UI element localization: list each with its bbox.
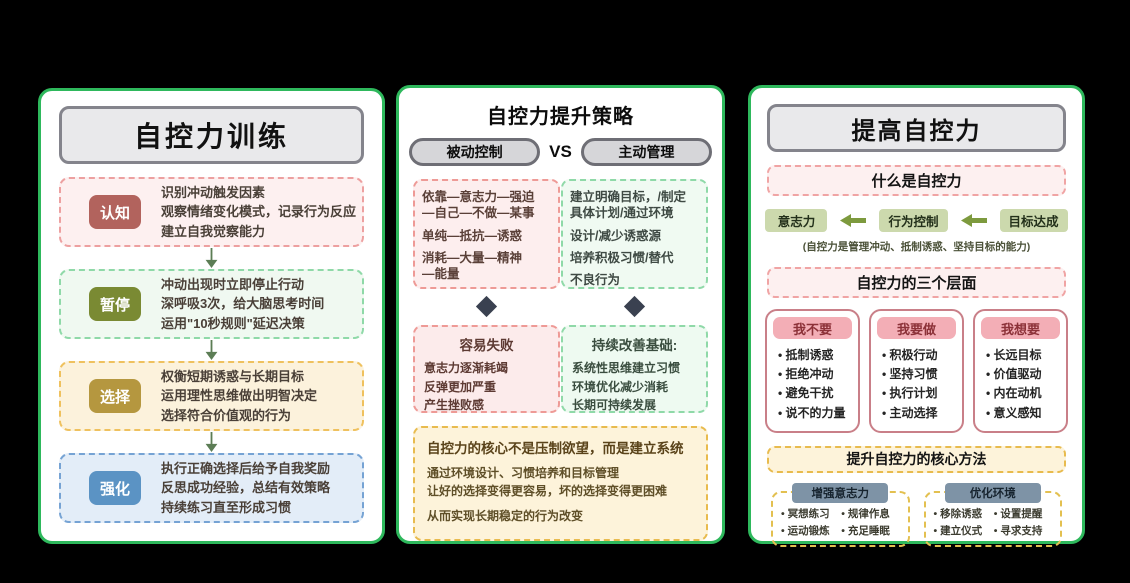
layer-i-will-header: 我要做 <box>877 317 956 339</box>
passive-result-title: 容易失败 <box>459 338 514 353</box>
down-arrow-icon <box>205 340 218 360</box>
section-what-is-self-control: 什么是自控力 <box>767 165 1066 196</box>
core-methods: 增强意志力 冥想练习 规律作息 运动锻炼 充足睡眠 优化环境 移除诱惑 设置提醒… <box>771 482 1062 548</box>
three-layers: 我不要 抵制诱惑 拒绝冲动 避免干扰 说不的力量 我要做 积极行动 坚持习惯 执… <box>765 309 1068 433</box>
step-cognition: 认知 识别冲动触发因素 观察情绪变化模式，记录行为反应 建立自我觉察能力 <box>59 177 364 247</box>
concept-chain: 意志力 行为控制 目标达成 <box>751 209 1082 232</box>
method-strengthen-willpower-header: 增强意志力 <box>792 482 889 503</box>
method-optimize-environment: 优化环境 移除诱惑 设置提醒 建立仪式 寻求支持 <box>923 482 1062 548</box>
comparison-columns: 依靠—意志力—强迫 —自己—不做—某事 单纯—抵抗—诱惑 消耗—大量—精神 —能… <box>399 179 722 289</box>
layer-i-wont-header: 我不要 <box>773 317 852 339</box>
active-description-box: 建立明确目标，/制定 具体计划/通过环境 设计/减少诱惑源 培养积极习惯/替代 … <box>561 179 708 289</box>
left-arrow-icon <box>960 214 987 227</box>
diamond-icon <box>475 295 498 318</box>
panel-self-control-training: 自控力训练 认知 识别冲动触发因素 观察情绪变化模式，记录行为反应 建立自我觉察… <box>38 88 385 544</box>
active-result-box: 持续改善基础: 系统性思维建立习惯 环境优化减少消耗 长期可持续发展 <box>561 325 708 413</box>
step-pause-text: 冲动出现时立即停止行动 深呼吸3次，给大脑思考时间 运用"10秒规则"延迟决策 <box>161 276 325 331</box>
step-pause: 暂停 冲动出现时立即停止行动 深呼吸3次，给大脑思考时间 运用"10秒规则"延迟… <box>59 269 364 339</box>
panel3-title: 提高自控力 <box>767 104 1066 152</box>
active-result-title: 持续改善基础: <box>591 338 678 353</box>
layer-i-want-header: 我想要 <box>981 317 1060 339</box>
chain-willpower: 意志力 <box>765 209 828 232</box>
step-reinforce: 强化 执行正确选择后给予自我奖励 反思成功经验，总结有效策略 持续练习直至形成习… <box>59 453 364 523</box>
down-arrow-icon <box>205 432 218 452</box>
step-choice-text: 权衡短期诱惑与长期目标 运用理性思维做出明智决定 选择符合价值观的行为 <box>161 368 318 423</box>
step-cognition-text: 识别冲动触发因素 观察情绪变化模式，记录行为反应 建立自我觉察能力 <box>161 184 357 239</box>
layer-i-will: 我要做 积极行动 坚持习惯 执行计划 主动选择 <box>869 309 964 433</box>
training-steps-flow: 认知 识别冲动触发因素 观察情绪变化模式，记录行为反应 建立自我觉察能力 暂停 … <box>41 164 382 523</box>
comparison-header: 被动控制 VS 主动管理 <box>399 138 722 166</box>
passive-description-box: 依靠—意志力—强迫 —自己—不做—某事 单纯—抵抗—诱惑 消耗—大量—精神 —能… <box>413 179 560 289</box>
vs-label: VS <box>549 142 572 161</box>
panel1-title: 自控力训练 <box>59 106 364 164</box>
step-reinforce-text: 执行正确选择后给予自我奖励 反思成功经验，总结有效策略 持续练习直至形成习惯 <box>161 460 331 515</box>
chain-behavior-control: 行为控制 <box>879 209 948 232</box>
active-management-pill: 主动管理 <box>580 138 712 166</box>
step-pause-label: 暂停 <box>89 287 141 321</box>
diamond-icon <box>623 295 646 318</box>
section-core-methods: 提升自控力的核心方法 <box>767 445 1066 473</box>
section-three-layers: 自控力的三个层面 <box>767 267 1066 298</box>
chain-caption: (自控力是管理冲动、抵制诱惑、坚持目标的能力) <box>802 241 1031 253</box>
passive-control-pill: 被动控制 <box>409 138 541 166</box>
step-cognition-label: 认知 <box>89 195 141 229</box>
flow-connectors <box>399 295 722 318</box>
method-strengthen-willpower: 增强意志力 冥想练习 规律作息 运动锻炼 充足睡眠 <box>771 482 910 548</box>
step-reinforce-label: 强化 <box>89 471 141 505</box>
down-arrow-icon <box>205 248 218 268</box>
panel-improve-self-control: 提高自控力 什么是自控力 意志力 行为控制 目标达成 (自控力是管理冲动、抵制诱… <box>748 85 1085 548</box>
layer-i-want: 我想要 长远目标 价值驱动 内在动机 意义感知 <box>973 309 1068 433</box>
passive-result-box: 容易失败 意志力逐渐耗竭 反弹更加严重 产生挫败感 <box>413 325 560 413</box>
layer-i-wont: 我不要 抵制诱惑 拒绝冲动 避免干扰 说不的力量 <box>765 309 860 433</box>
conclusion-box: 自控力的核心不是压制欲望，而是建立系统 通过环境设计、习惯培养和目标管理 让好的… <box>413 426 708 541</box>
chain-goal-achievement: 目标达成 <box>999 209 1068 232</box>
left-arrow-icon <box>840 214 867 227</box>
step-choice-label: 选择 <box>89 379 141 413</box>
conclusion-title: 自控力的核心不是压制欲望，而是建立系统 <box>427 441 684 456</box>
comparison-results: 容易失败 意志力逐渐耗竭 反弹更加严重 产生挫败感 持续改善基础: 系统性思维建… <box>399 325 722 413</box>
method-optimize-environment-header: 优化环境 <box>944 482 1041 503</box>
panel2-title: 自控力提升策略 <box>487 106 634 128</box>
panel-strategy-comparison: 自控力提升策略 被动控制 VS 主动管理 依靠—意志力—强迫 —自己—不做—某事… <box>396 85 725 544</box>
step-choice: 选择 权衡短期诱惑与长期目标 运用理性思维做出明智决定 选择符合价值观的行为 <box>59 361 364 431</box>
